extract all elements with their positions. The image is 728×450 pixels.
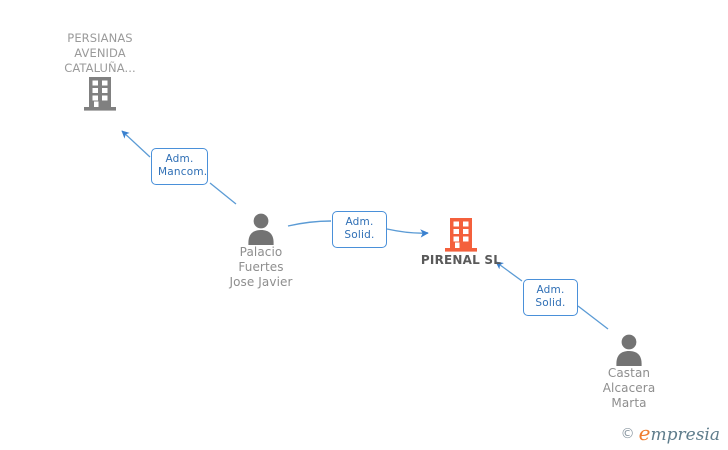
brand-remainder: mpresia	[650, 425, 721, 445]
building-icon[interactable]	[391, 217, 531, 253]
relation-label-adm-solid-castan[interactable]: Adm. Solid.	[523, 279, 578, 316]
brand-wordmark: empresia	[639, 423, 720, 444]
relation-label-adm-solid-palacio[interactable]: Adm. Solid.	[332, 211, 387, 248]
node-label-persianas: PERSIANAS AVENIDA CATALUÑA...	[64, 31, 136, 75]
brand-initial: e	[638, 421, 651, 445]
graph-node-company-pirenal-focus[interactable]: PIRENAL SL	[391, 217, 531, 268]
node-label-castan: Castan Alcacera Marta	[602, 366, 656, 410]
building-icon[interactable]	[30, 76, 170, 112]
graph-node-company-persianas[interactable]: PERSIANAS AVENIDA CATALUÑA...	[30, 31, 170, 112]
copyright-icon: ©	[620, 425, 635, 442]
graph-node-person-castan[interactable]: Castan Alcacera Marta	[559, 332, 699, 411]
node-label-palacio: Palacio Fuertes Jose Javier	[229, 245, 293, 289]
graph-node-person-palacio[interactable]: Palacio Fuertes Jose Javier	[191, 211, 331, 290]
relation-label-adm-mancom[interactable]: Adm. Mancom.	[151, 148, 208, 185]
empresia-watermark: © empresia	[621, 423, 720, 444]
node-label-pirenal: PIRENAL SL	[420, 253, 502, 267]
person-icon[interactable]	[559, 332, 699, 366]
person-icon[interactable]	[191, 211, 331, 245]
